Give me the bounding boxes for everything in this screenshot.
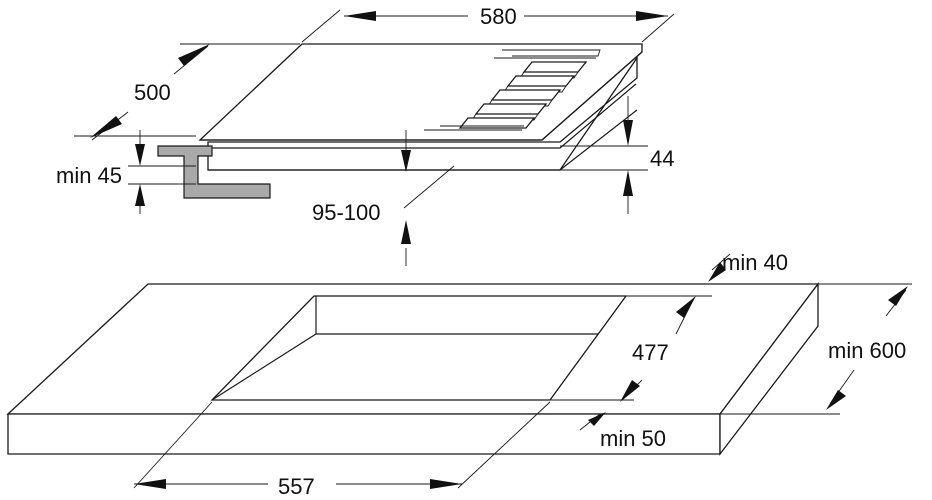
label-min-600: min 600 (828, 338, 906, 363)
worktop-side (719, 282, 819, 456)
dim-hob-width: 580 (301, 4, 675, 43)
label-95-100: 95-100 (312, 200, 381, 225)
label-557: 557 (278, 474, 315, 499)
label-min-40: min 40 (722, 250, 788, 275)
label-500: 500 (134, 80, 171, 105)
dim-cutout-width: 557 (133, 401, 551, 499)
dim-worktop-depth: min 600 (720, 283, 912, 415)
dim-cutout-offset: 95-100 (312, 130, 455, 266)
dim-back-distance: min 40 (626, 250, 788, 297)
label-min-45: min 45 (56, 163, 122, 188)
mounting-bracket (157, 145, 271, 199)
worktop-drawing (6, 282, 820, 456)
label-477: 477 (632, 340, 669, 365)
dim-cutout-depth: 477 (550, 296, 696, 402)
label-580: 580 (480, 4, 517, 29)
dim-worktop-thickness: min 50 (579, 412, 666, 451)
hob-drawing (157, 43, 643, 199)
dim-hob-depth: 500 (74, 43, 300, 141)
dim-hob-height: 44 (560, 96, 674, 214)
label-44: 44 (650, 146, 674, 171)
hob-controls (424, 49, 601, 131)
dim-min-clearance: min 45 (56, 130, 196, 214)
label-min-50: min 50 (600, 426, 666, 451)
